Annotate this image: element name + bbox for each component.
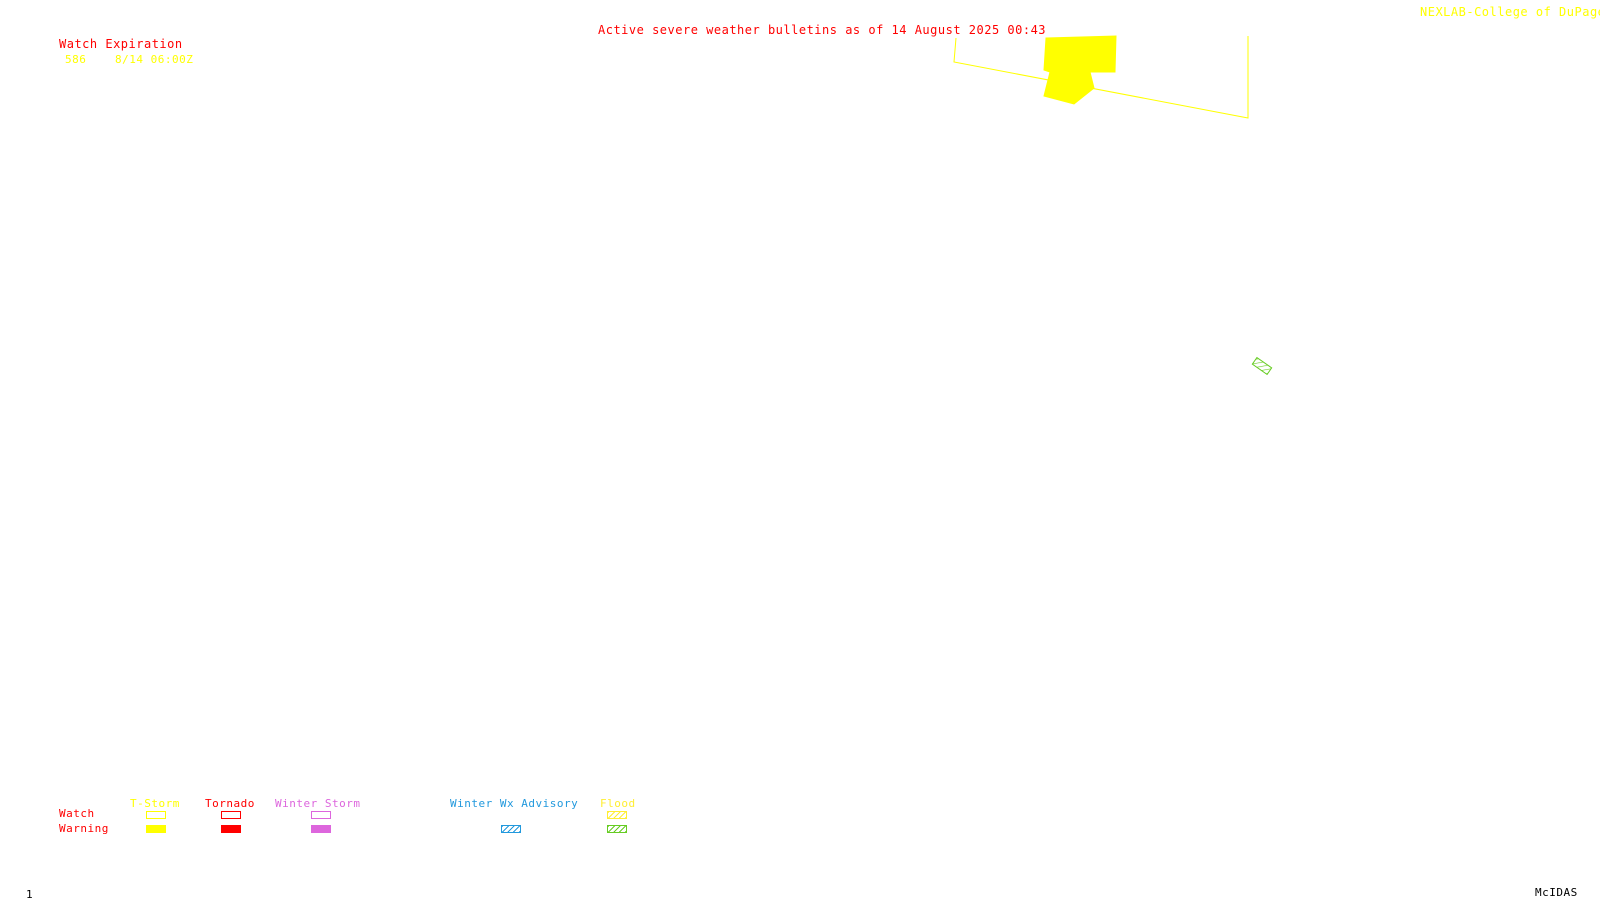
flood-warning-polygon[interactable] [1251,356,1273,376]
software-label: McIDAS [1535,886,1578,899]
legend-label-winter-advisory: Winter Wx Advisory [450,797,579,810]
legend-winter-advisory-swatch [501,825,521,833]
watch-expiration-heading: Watch Expiration [59,37,183,51]
map-title: Active severe weather bulletins as of 14… [598,23,1047,37]
tstorm-watch-outline[interactable] [953,36,1249,119]
legend-tstorm-warning-swatch [146,825,166,833]
legend-flood-warning-swatch [607,825,627,833]
legend-flood-watch-swatch [607,811,627,819]
credit-label: NEXLAB-College of DuPage R [1420,5,1600,19]
legend-winter-storm-watch-swatch [311,811,331,819]
legend-winter-storm-warning-swatch [311,825,331,833]
watch-id[interactable]: 586 [65,53,87,66]
legend-tstorm-watch-swatch [146,811,166,819]
legend-row-warning: Warning [59,822,109,835]
tstorm-warning-polygon[interactable] [1043,35,1117,105]
frame-number: 1 [26,888,34,901]
legend-tornado-watch-swatch [221,811,241,819]
legend-label-tornado: Tornado [205,797,255,810]
legend-label-winter-storm: Winter Storm [275,797,361,810]
legend-tornado-warning-swatch [221,825,241,833]
watch-expiration-time: 8/14 06:00Z [115,53,194,66]
legend-row-watch: Watch [59,807,95,820]
legend-label-flood: Flood [600,797,636,810]
legend-label-tstorm: T-Storm [130,797,180,810]
